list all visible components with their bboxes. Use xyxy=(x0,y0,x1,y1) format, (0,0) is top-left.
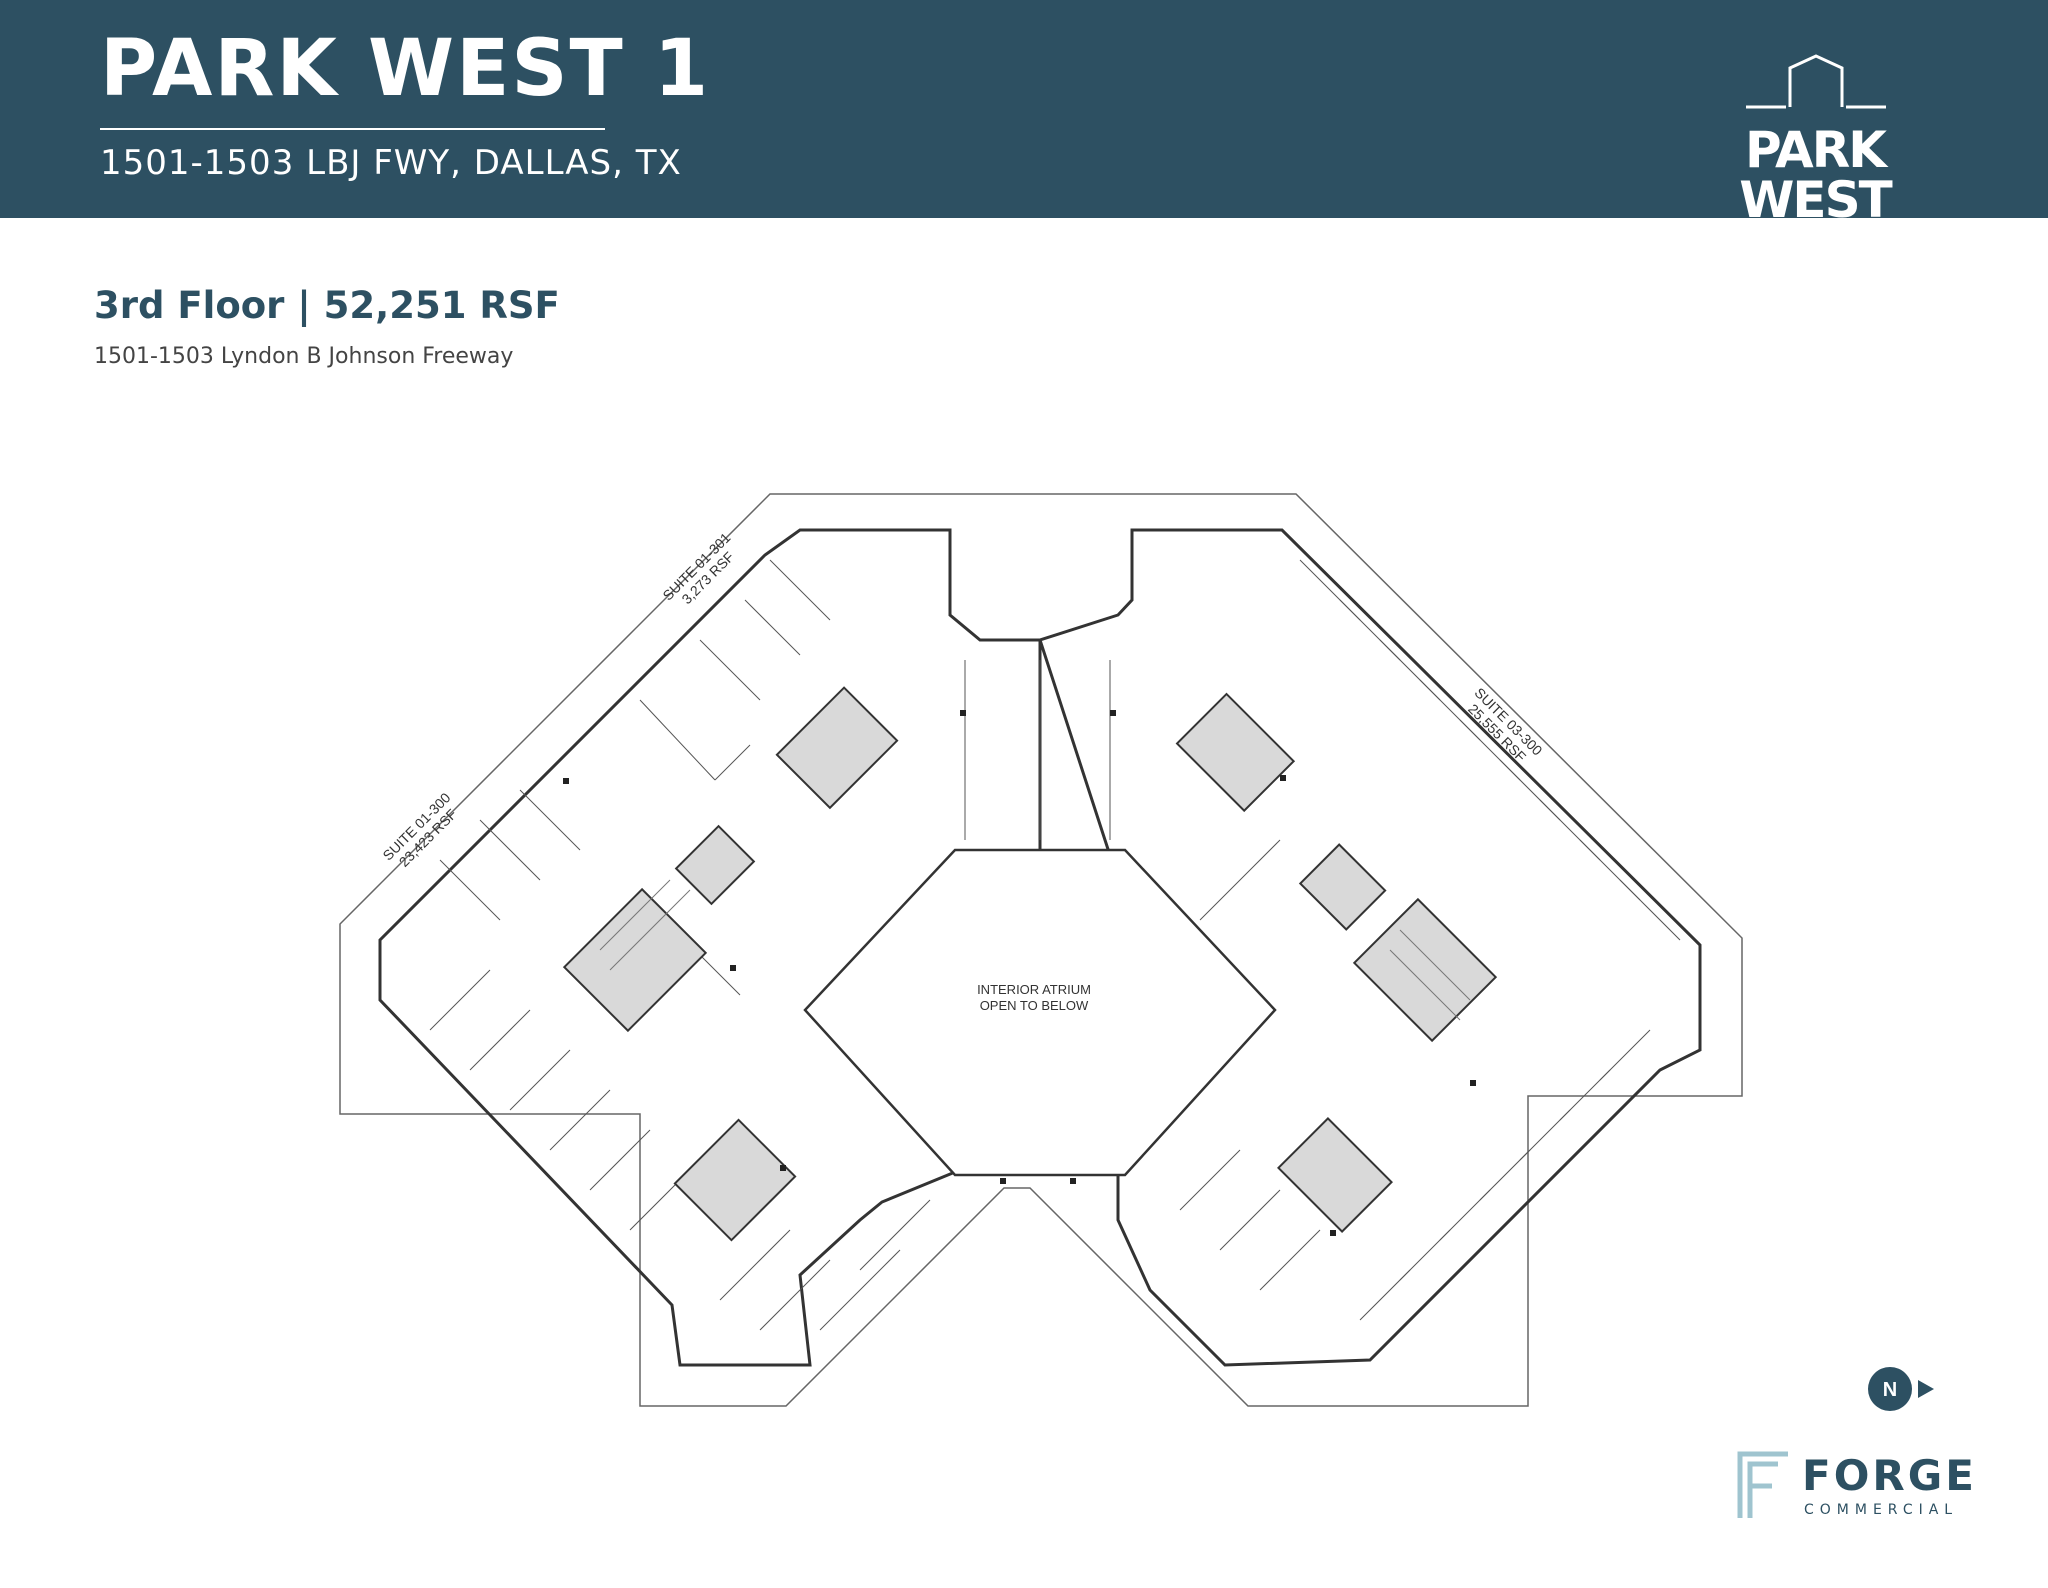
forge-brand-sub: COMMERCIAL xyxy=(1804,1502,1959,1518)
atrium-label-line2: OPEN TO BELOW xyxy=(980,998,1089,1013)
interior-atrium xyxy=(803,848,1277,1177)
stair-hatching xyxy=(599,879,1471,1021)
forge-brand-name: FORGE xyxy=(1802,1451,1977,1500)
site-boundary xyxy=(339,493,1743,1407)
header-banner: PARK WEST 1 1501-1503 LBJ FWY, DALLAS, T… xyxy=(0,0,2048,225)
structural-columns xyxy=(563,710,1476,1236)
atrium-label-line1: INTERIOR ATRIUM xyxy=(977,982,1091,997)
north-arrow-icon: N xyxy=(1868,1367,1934,1411)
park-west-logo: PARK WEST xyxy=(1739,121,1892,229)
left-wing-wall xyxy=(378,528,1042,1367)
floor-title: 3rd Floor | 52,251 RSF xyxy=(94,284,560,327)
north-label: N xyxy=(1883,1379,1897,1401)
floor-address: 1501-1503 Lyndon B Johnson Freeway xyxy=(94,344,514,369)
building-title: PARK WEST 1 xyxy=(100,24,711,114)
building-cores xyxy=(562,686,1498,1242)
park-west-house-icon xyxy=(1746,54,1886,109)
forge-logo-icon xyxy=(1737,1451,1788,1518)
building-address: 1501-1503 LBJ FWY, DALLAS, TX xyxy=(100,143,682,183)
title-divider xyxy=(100,128,605,130)
right-wing-wall xyxy=(1038,528,1702,1367)
